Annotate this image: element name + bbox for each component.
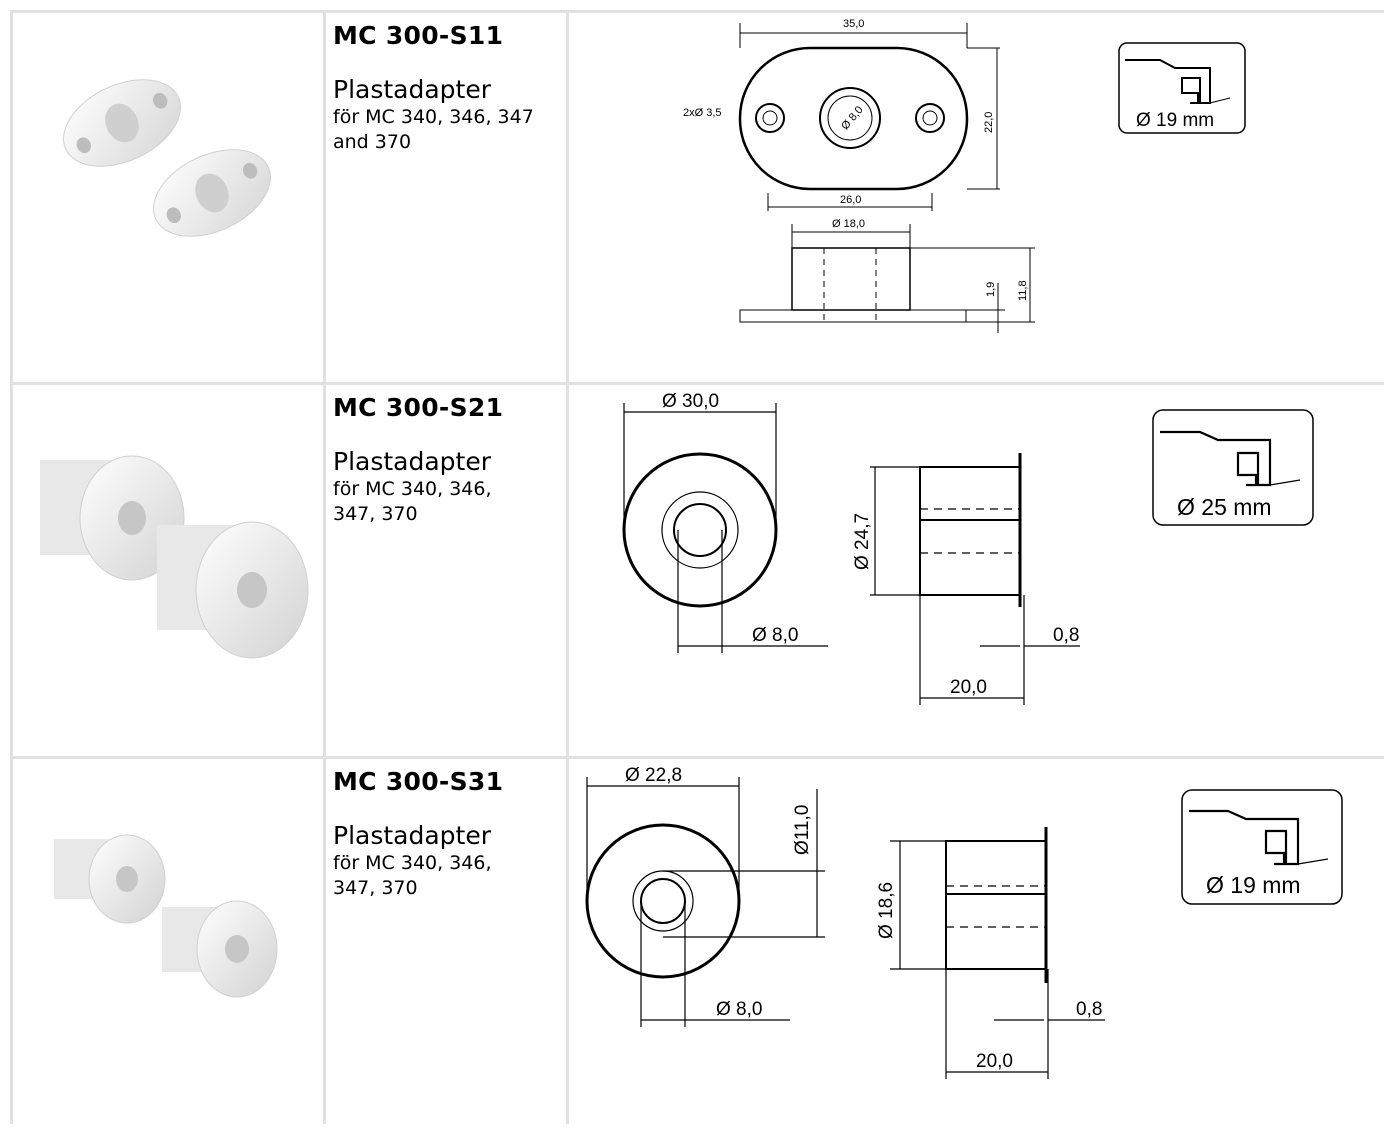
adapter-photo-s21: [40, 455, 309, 659]
technical-drawing: Ø 22,8 Ø11,0 Ø 8,0 Ø 18,6 0,8 20,0 Ø 19 …: [570, 759, 1384, 1124]
dim-outer: Ø 30,0: [662, 391, 719, 412]
model-name: MC 300-S31: [333, 767, 504, 796]
product-description: för MC 340, 346,: [333, 478, 492, 500]
dim-boss: Ø 18,0: [832, 218, 865, 230]
outline: [738, 46, 969, 191]
table-border-top: [10, 10, 1384, 13]
dim-flange: 0,8: [1076, 999, 1102, 1020]
technical-drawing: 35,0 2xØ 3,5 Ø 8,0 22,0 26,0 Ø 18,0 1,9 …: [570, 13, 1384, 382]
product-description: 347, 370: [333, 877, 418, 899]
adapter-photo-s31: [54, 834, 278, 998]
product-info: MC 300-S31 Plastadapter för MC 340, 346,…: [333, 767, 565, 901]
product-type: Plastadapter: [333, 75, 492, 104]
badge-diameter: Ø 25 mm: [1177, 494, 1272, 520]
dim-flange: 0,8: [1053, 625, 1079, 646]
dim-hole-spacing: 26,0: [840, 194, 861, 206]
product-photo: [12, 759, 324, 1124]
product-photo: [12, 385, 324, 756]
table-border-left: [10, 10, 13, 1124]
product-description: för MC 340, 346,: [333, 852, 492, 874]
dim-width: 35,0: [843, 18, 864, 30]
model-name: MC 300-S21: [333, 393, 504, 422]
dim-flange: 1,9: [985, 282, 997, 297]
model-name: MC 300-S11: [333, 21, 504, 50]
table-row: MC 300-S31 Plastadapter för MC 340, 346,…: [0, 759, 1384, 1124]
product-type: Plastadapter: [333, 821, 492, 850]
dim-height: 22,0: [983, 112, 995, 133]
dim-inner: Ø 8,0: [716, 999, 762, 1020]
technical-drawing: Ø 30,0 Ø 8,0 Ø 24,7 0,8 20,0 Ø 25 mm: [570, 385, 1384, 756]
drawing-s31: Ø 22,8 Ø11,0 Ø 8,0 Ø 18,6 0,8 20,0 Ø 19 …: [585, 765, 1343, 1079]
dim-length: 20,0: [976, 1051, 1013, 1072]
table-border-row2: [10, 756, 1384, 759]
dim-body: Ø 24,7: [852, 513, 873, 570]
product-description: för MC 340, 346, 347: [333, 106, 534, 128]
table-border-row1: [10, 382, 1384, 385]
product-description: 347, 370: [333, 503, 418, 525]
drawing-s11: 35,0 2xØ 3,5 Ø 8,0 22,0 26,0 Ø 18,0 1,9 …: [683, 18, 1246, 333]
product-photo: [12, 13, 324, 382]
table-divider-1: [323, 10, 326, 1124]
product-description: and 370: [333, 131, 412, 153]
badge-diameter: Ø 19 mm: [1136, 110, 1214, 131]
table-row: MC 300-S21 Plastadapter för MC 340, 346,…: [0, 385, 1384, 756]
dim-inner: Ø 8,0: [752, 625, 798, 646]
dim-inner: Ø 8,0: [839, 104, 865, 132]
badge-diameter: Ø 19 mm: [1206, 872, 1301, 898]
dim-hole: Ø11,0: [792, 805, 813, 855]
product-info: MC 300-S11 Plastadapter för MC 340, 346,…: [333, 21, 565, 155]
dim-length: 20,0: [950, 677, 987, 698]
product-info: MC 300-S21 Plastadapter för MC 340, 346,…: [333, 393, 565, 527]
dim-outer: Ø 22,8: [625, 765, 682, 786]
adapter-photo-s11: [63, 79, 271, 237]
table-divider-2: [566, 10, 569, 1124]
drawing-s21: Ø 30,0 Ø 8,0 Ø 24,7 0,8 20,0 Ø 25 mm: [622, 391, 1314, 705]
table-row: MC 300-S11 Plastadapter för MC 340, 346,…: [0, 13, 1384, 382]
product-type: Plastadapter: [333, 447, 492, 476]
dim-holes: 2xØ 3,5: [683, 107, 722, 119]
dim-total-height: 11,8: [1017, 280, 1029, 301]
dim-body: Ø 18,6: [876, 882, 897, 939]
